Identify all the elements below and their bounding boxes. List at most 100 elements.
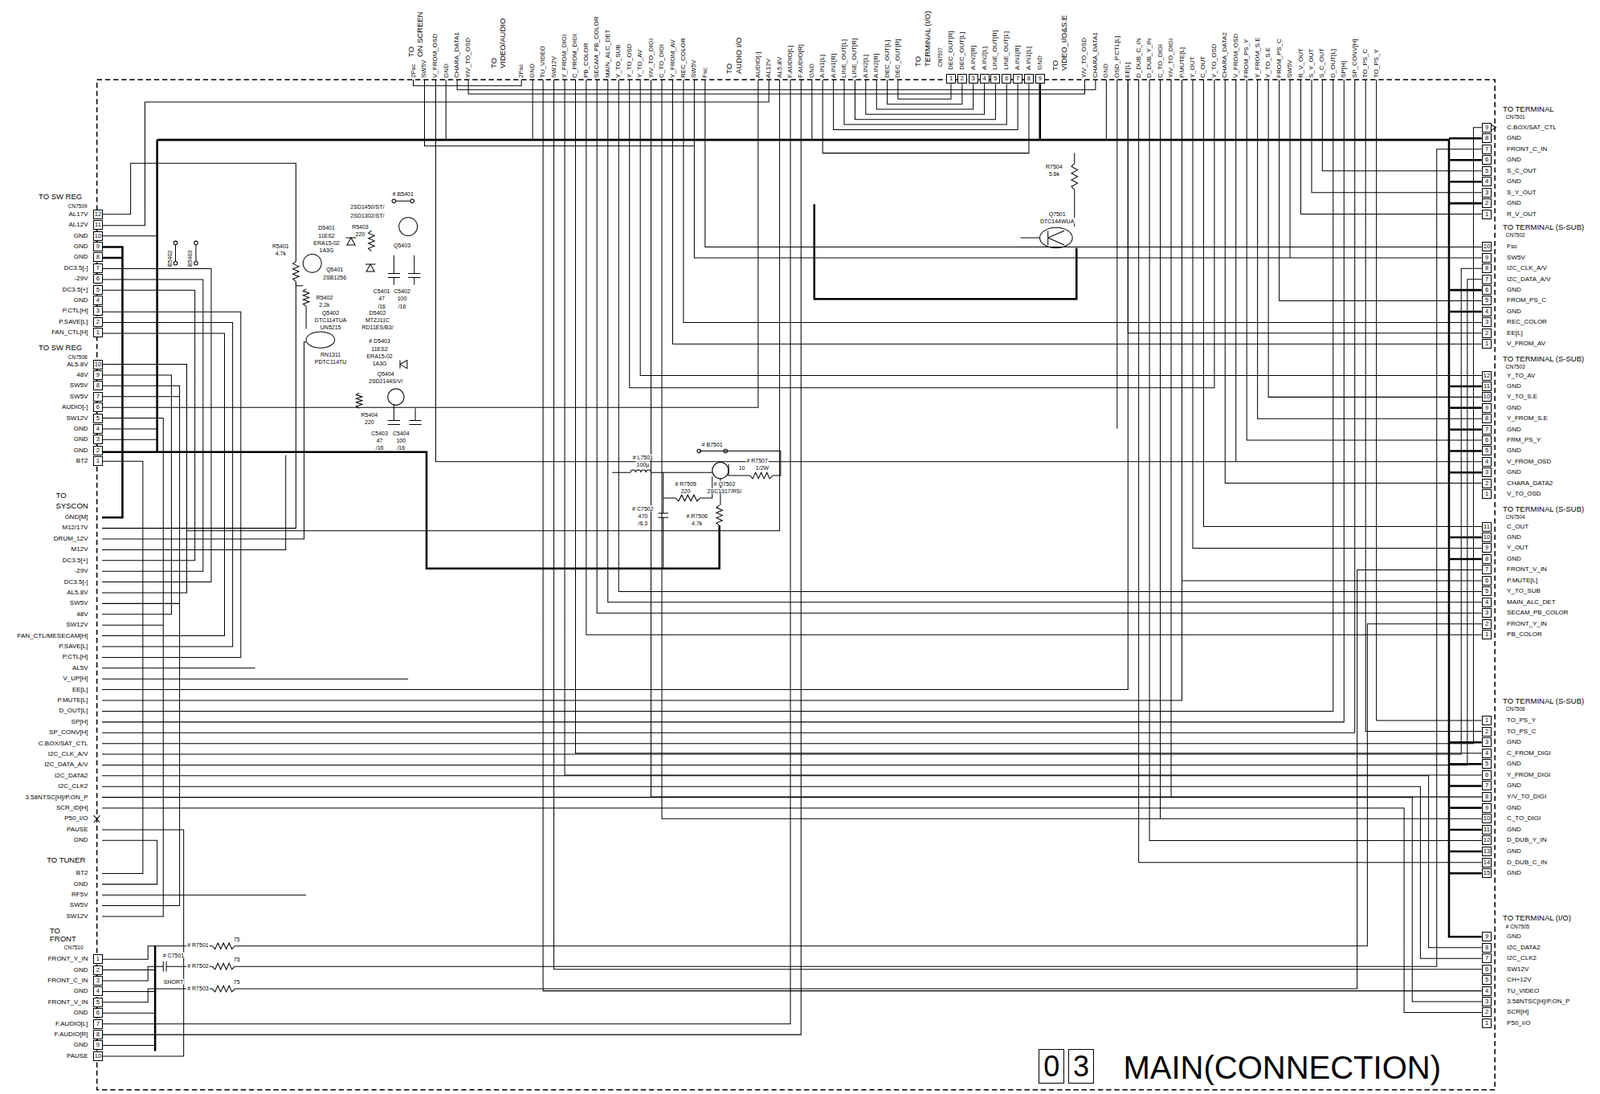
pin-name: GND (73, 1009, 90, 1017)
pin-name: FROM_PS_C (1506, 297, 1547, 304)
connector-heading: VIDEO_I/O&S.E (1060, 14, 1069, 72)
pin-name: Y/V_TO_DIGI (1506, 793, 1547, 800)
part-label: 4.7k (274, 250, 287, 257)
pin-name: PAUSE (65, 826, 90, 833)
pin-name: Y/V_TO_OSD (1081, 36, 1088, 79)
pin-number: 4 (1481, 986, 1492, 996)
pin-name: TU_VIDEO (539, 44, 547, 79)
part-label: # B7501 (701, 440, 724, 447)
pin-name: GND (1506, 404, 1523, 412)
pin-name: DC3.5[-] (63, 579, 90, 586)
pin-number: 4 (93, 295, 103, 306)
connector-ref: CN7509 (67, 203, 89, 209)
pin-number: 8 (93, 1029, 103, 1040)
pin-name: D_DUB_Y_IN (1506, 836, 1547, 844)
pin-number: 7 (1481, 424, 1492, 435)
pin-number: 6 (93, 1008, 103, 1018)
pin-number: 1 (1481, 629, 1492, 640)
pin-number: 10 (1481, 813, 1492, 824)
pin-name: CHARA_DATA1 (1092, 31, 1099, 79)
pin-number: 4 (1481, 306, 1492, 317)
pin-name: GND (1506, 782, 1523, 789)
pin-number: 9 (1035, 73, 1045, 84)
pin-name: AL5.8V (776, 56, 784, 79)
pin-name: I2C_CLK2 (57, 783, 90, 790)
pin-name: SW5V (69, 902, 90, 909)
pin-number: 7 (1481, 564, 1492, 575)
part-label: B5402 (166, 249, 172, 268)
part-label: /6.3 (637, 520, 649, 527)
transistor-symbol (712, 462, 729, 479)
pin-number: 5 (1481, 975, 1492, 985)
pin-number: 6 (93, 273, 103, 284)
pin-name: CH+12V (1506, 976, 1532, 984)
part-label: R7504 (1044, 163, 1064, 170)
pin-name: SW5V (69, 382, 90, 389)
pin-name: P.MUTE[L] (1506, 577, 1539, 584)
connector-heading: TO TUNER (45, 856, 86, 865)
part-label: R5403 (351, 224, 370, 230)
pin-name: 2Fsc (410, 62, 417, 78)
pin-name: SW12V (1506, 966, 1530, 973)
pin-name: C_FROM_DIGI (1506, 750, 1552, 757)
transistor-symbol (1040, 227, 1074, 248)
jumper-terminal (194, 240, 199, 245)
part-label: # C7502 (631, 505, 654, 511)
pin-number: 1 (1481, 338, 1492, 349)
transistor-symbol (399, 217, 418, 237)
pin-name: F.AUDIO[R] (53, 1031, 90, 1038)
pin-name: Y_TO_OSD (626, 42, 633, 79)
part-label: ERA15-02 (365, 352, 393, 359)
part-label: 220 (363, 419, 376, 425)
pin-name: PB_COLOR (583, 41, 590, 79)
part-label: 100 (395, 436, 407, 443)
part-label: C5402 (392, 288, 412, 294)
pin-name: S_Y_OUT (1308, 47, 1315, 78)
pin-number: 12 (1481, 371, 1492, 381)
pin-number: 1 (1481, 715, 1492, 726)
pin-name: Y_TO_AV (1506, 372, 1536, 380)
pin-name: -29V (73, 567, 90, 575)
pin-name: C.BOX/SAT_CTL (1506, 124, 1558, 131)
pin-name: GND (73, 836, 90, 844)
pin-name: Y/V_TO_DIGI (648, 37, 655, 79)
pin-name: GND (73, 881, 90, 888)
pin-number: 10 (1481, 532, 1492, 543)
pin-number: 6 (1481, 155, 1492, 165)
pin-name: FRONT_C_IN (46, 977, 89, 984)
pin-name: A.IN2[L] (862, 53, 870, 79)
pin-number: 10 (93, 1051, 103, 1062)
pin-name: TO_PS_Y (1373, 48, 1380, 79)
part-label: 2SC1317/RS/ (706, 488, 743, 494)
pin-name: Y_FROM_S.E (1506, 415, 1549, 422)
pin-number: 1 (946, 73, 956, 84)
pin-name: SW5V (69, 393, 90, 400)
pin-name: GND (1506, 308, 1523, 315)
part-label: 2SD1302/ST/ (349, 212, 385, 219)
pin-number: 3 (968, 73, 979, 84)
pin-number: 8 (1481, 413, 1492, 424)
pin-number: 7 (1481, 953, 1492, 964)
pin-number: 2 (1481, 619, 1492, 629)
connector-heading: FRONT (48, 935, 78, 944)
pin-number: 8 (1481, 263, 1492, 274)
pin-name: R_V_OUT (1297, 47, 1305, 79)
part-label: 11ES2 (370, 345, 389, 352)
pin-name: DEC_OUT[R] (894, 37, 902, 78)
resistor-symbol (1071, 163, 1078, 190)
pin-number: 4 (1481, 597, 1492, 608)
pin-name: TU_VIDEO (1506, 987, 1540, 995)
resistor-symbol (355, 392, 363, 409)
pin-name: FROM_PS_C (1276, 37, 1283, 79)
jumper-terminal (194, 261, 199, 266)
connector-ref: CN7502 (1505, 232, 1527, 239)
part-label: # Q7502 (713, 481, 737, 487)
part-label: 220 (680, 488, 692, 494)
pin-number: 4 (93, 986, 103, 996)
pin-name: 3.58NTSC[H]/P.ON_P (24, 794, 89, 801)
pin-name: GND (1506, 738, 1523, 746)
pin-number: 4 (979, 73, 990, 84)
pin-name: S_C_OUT (1506, 167, 1538, 175)
pin-number: 3 (1481, 467, 1492, 478)
pin-name: F.AUDIO[L] (54, 1020, 89, 1028)
